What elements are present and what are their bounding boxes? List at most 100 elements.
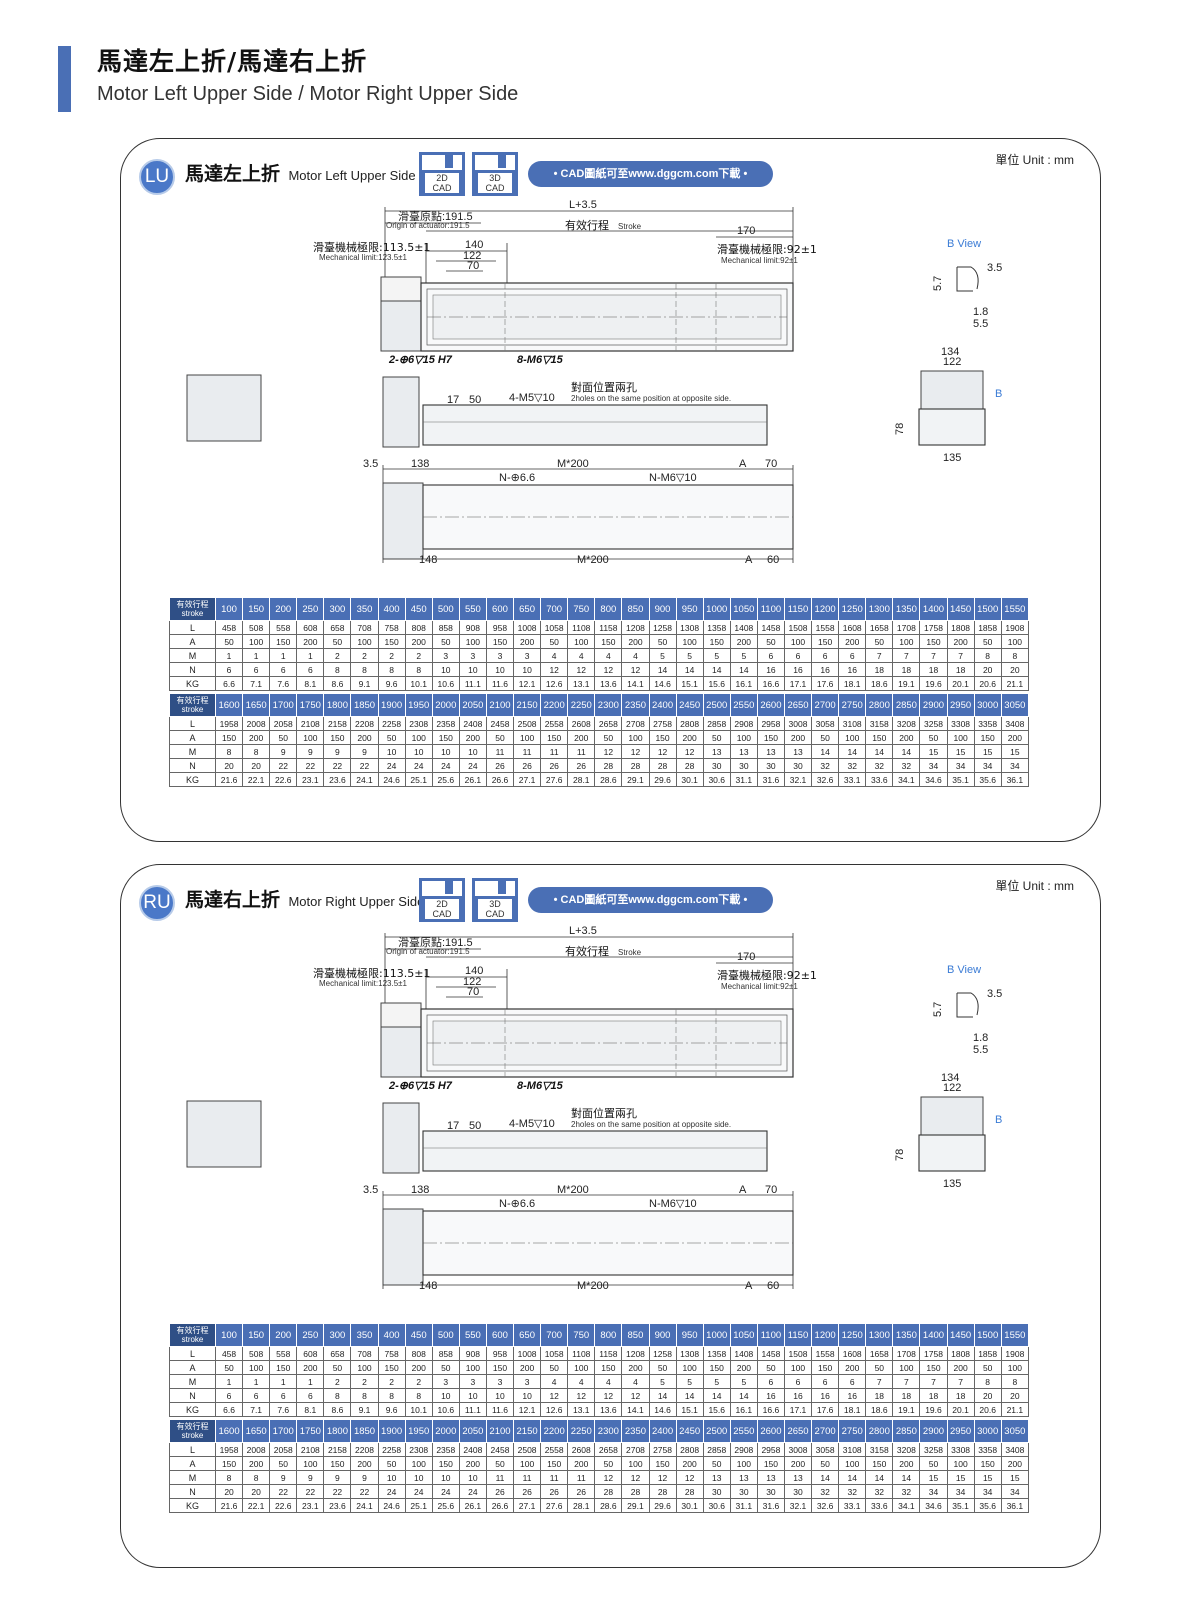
table-cell: 1908	[1000, 620, 1030, 635]
table-cell: 14	[675, 662, 704, 677]
stroke-cell: 1500	[973, 597, 1002, 621]
table-cell: 16	[756, 662, 785, 677]
table-cell: 9	[323, 1470, 352, 1485]
table-cell: 2758	[648, 716, 677, 731]
table-cell: 12	[648, 744, 677, 759]
table-cell: 19.1	[892, 1402, 921, 1417]
table-cell: 35.1	[946, 1498, 975, 1513]
table-cell: 100	[404, 1456, 433, 1471]
table-cell: 12	[594, 662, 623, 677]
table-cell: 4	[540, 648, 569, 663]
table-cell: 100	[513, 730, 542, 745]
unit-label: 單位 Unit : mm	[995, 879, 1074, 893]
cad-download-link[interactable]: • CAD圖紙可至www.dggcm.com下載 •	[528, 161, 773, 187]
stroke-cell: 300	[323, 597, 352, 621]
table-cell: 50	[431, 1360, 460, 1375]
stroke-cell: 250	[296, 597, 325, 621]
stroke-cell: 1100	[756, 1323, 785, 1347]
table-cell: 24.1	[350, 772, 379, 787]
dim-70: 70	[467, 260, 479, 272]
stroke-cell: 2750	[838, 1419, 867, 1443]
stroke-cell: 1050	[729, 1323, 758, 1347]
table-cell: 150	[431, 1456, 460, 1471]
table-cell: 24	[404, 1484, 433, 1499]
table-cell: 28	[621, 758, 650, 773]
stroke-cell: 250	[296, 1323, 325, 1347]
table-cell: 14	[729, 1388, 758, 1403]
table-cell: 200	[567, 1456, 596, 1471]
stroke-cell: 1700	[269, 1419, 298, 1443]
table-cell: 14.1	[621, 1402, 650, 1417]
table-cell: 608	[296, 1346, 325, 1361]
table-cell: 22	[296, 758, 325, 773]
stroke-cell: 2200	[540, 1419, 569, 1443]
table-cell: 1758	[919, 620, 948, 635]
table-cell: 3258	[919, 716, 948, 731]
table-cell: 100	[1000, 634, 1030, 649]
table-cell: 9	[269, 744, 298, 759]
table-cell: 32	[892, 1484, 921, 1499]
table-cell: 2258	[377, 1442, 406, 1457]
table-cell: 9	[323, 744, 352, 759]
table-cell: 958	[485, 1346, 515, 1361]
table-cell: 50	[811, 1456, 840, 1471]
dim-stroke-en: Stroke	[618, 222, 642, 231]
stroke-cell: 2700	[811, 693, 840, 717]
stroke-cell: 600	[485, 1323, 515, 1347]
table-cell: 30.6	[702, 1498, 731, 1513]
dimension-drawing: L+3.5 滑臺原點:191.5 Origin of actuator:191.…	[186, 199, 1002, 566]
table-cell: 5	[675, 648, 704, 663]
table-cell: 7	[892, 1374, 921, 1389]
table-cell: 8.6	[323, 1402, 352, 1417]
table-cell: 10	[513, 1388, 542, 1403]
table-cell: 50	[485, 1456, 515, 1471]
stroke-cell: 1550	[1000, 1323, 1030, 1347]
table-cell: 14.6	[648, 676, 677, 691]
table-cell: 808	[404, 1346, 433, 1361]
table-cell: 50	[540, 634, 569, 649]
table-cell: 18	[892, 662, 921, 677]
table-cell: 3008	[783, 1442, 813, 1457]
stroke-cell: 2900	[919, 693, 948, 717]
table-cell: 2	[377, 1374, 406, 1389]
table-cell: 8	[242, 744, 271, 759]
table-cell: 100	[567, 634, 596, 649]
stroke-cell: 1450	[946, 597, 975, 621]
row-label: N	[169, 662, 216, 677]
stroke-cell: 1000	[702, 597, 731, 621]
table-cell: 50	[973, 1360, 1002, 1375]
table-cell: 24	[377, 1484, 406, 1499]
stroke-cell: 1350	[892, 1323, 921, 1347]
cad-download-link[interactable]: • CAD圖紙可至www.dggcm.com下載 •	[528, 887, 773, 913]
table-cell: 758	[377, 1346, 406, 1361]
table-cell: 200	[838, 1360, 867, 1375]
stroke-cell: 1200	[811, 597, 840, 621]
table-cell: 33.1	[838, 1498, 867, 1513]
table-cell: 18	[892, 1388, 921, 1403]
table-cell: 28.6	[594, 772, 623, 787]
table-cell: 1708	[892, 620, 921, 635]
dim-mech-right-en: Mechanical limit:92±1	[721, 982, 798, 991]
table-cell: 34	[973, 1484, 1002, 1499]
table-cell: 14	[838, 1470, 867, 1485]
table-cell: 10	[458, 662, 487, 677]
table-cell: 24	[431, 1484, 460, 1499]
stroke-cell: 2100	[485, 1419, 515, 1443]
stroke-cell: 850	[621, 1323, 650, 1347]
table-cell: 1508	[783, 1346, 813, 1361]
table-cell: 2358	[431, 716, 460, 731]
dim-mech-right-en: Mechanical limit:92±1	[721, 256, 798, 265]
table-cell: 20	[242, 1484, 271, 1499]
table-cell: 100	[296, 1456, 325, 1471]
table-cell: 21.1	[1000, 1402, 1030, 1417]
table-cell: 15.1	[675, 676, 704, 691]
table-cell: 30	[783, 1484, 813, 1499]
stroke-cell: 1000	[702, 1323, 731, 1347]
